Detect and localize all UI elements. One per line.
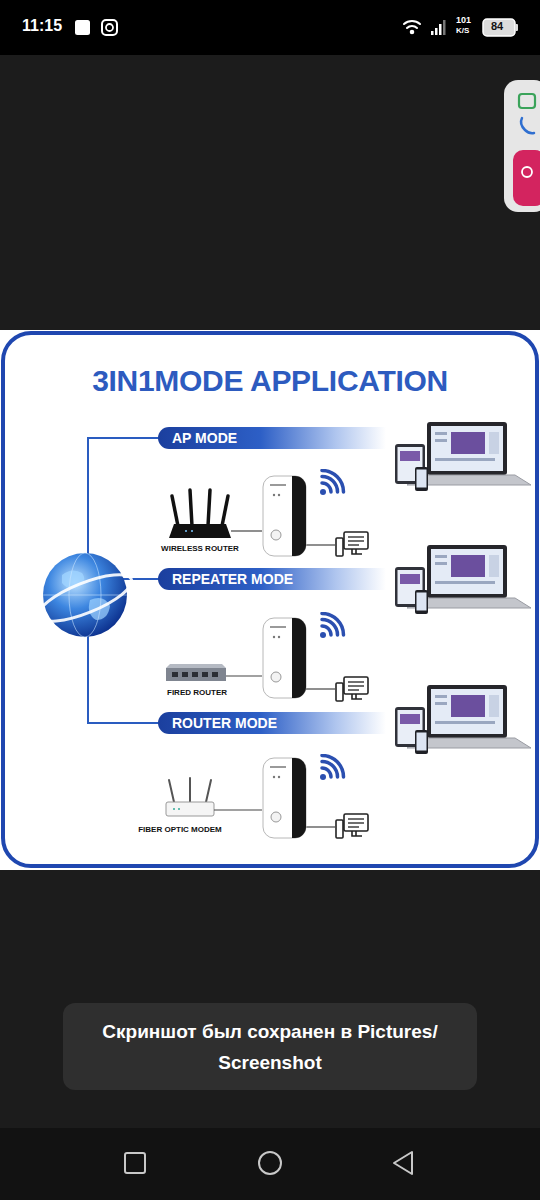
- modem-led: [173, 808, 175, 810]
- antenna: [189, 778, 191, 802]
- node-text: REPEATER MODE: [172, 568, 386, 590]
- fiber-modem-icon: [166, 778, 214, 816]
- mode-band: ROUTER MODE: [158, 712, 386, 734]
- wifi-status-dot: [411, 31, 414, 34]
- instagram-lens: [106, 24, 113, 31]
- widget-icon: [519, 94, 535, 108]
- nav-back: [394, 1152, 412, 1174]
- switch-top: [166, 664, 226, 668]
- device-node: FIBER OPTIC MODEM: [120, 772, 240, 835]
- toast-message: Скриншот был сохранен в Pictures/ Screen…: [63, 1003, 477, 1090]
- antenna: [169, 780, 174, 802]
- dark-backdrop: [0, 870, 540, 1128]
- nav-home: [259, 1152, 281, 1174]
- antenna: [222, 496, 228, 526]
- mode-band: AP MODE: [158, 427, 386, 449]
- antenna: [206, 780, 211, 802]
- wifi-symbol: [320, 756, 344, 781]
- nav-recents: [125, 1153, 145, 1173]
- pc-icon: [336, 814, 368, 838]
- wifi-status-arc: [407, 26, 417, 28]
- port: [212, 672, 218, 677]
- network-unit: K/S: [456, 26, 469, 36]
- network-speed: 101: [456, 15, 471, 26]
- widget-button-icon: [522, 167, 532, 177]
- globe: [33, 553, 137, 637]
- node-text: AP MODE: [172, 427, 386, 449]
- port: [202, 672, 208, 677]
- signal-bar: [443, 20, 446, 35]
- wifi-status-icon: [404, 21, 420, 33]
- battery-icon: [483, 19, 515, 36]
- laptop-devices: [395, 685, 531, 754]
- signal-icon: [431, 20, 446, 35]
- status-bar: [0, 0, 540, 55]
- dark-backdrop: [0, 55, 540, 330]
- device-node: WIRELESS ROUTER: [140, 488, 260, 554]
- nav-bar: [0, 1128, 540, 1200]
- card: [0, 330, 540, 870]
- notification-icon: [75, 20, 90, 35]
- modem-led: [178, 808, 180, 810]
- switch-icon: [166, 664, 226, 681]
- signal-bar: [435, 28, 438, 35]
- modem-body: [166, 802, 214, 816]
- switch-body: [166, 668, 226, 681]
- node-text: ROUTER MODE: [172, 712, 386, 734]
- router-led: [185, 530, 187, 532]
- wire: [305, 544, 335, 545]
- wire: [214, 809, 262, 810]
- laptop-devices: [395, 422, 531, 491]
- phone-icon: [521, 118, 534, 133]
- pc-icon: [336, 532, 368, 556]
- wire: [305, 688, 335, 689]
- diagram-title: 3IN1MODE APPLICATION: [0, 364, 540, 398]
- wire: [226, 675, 262, 676]
- signal-bar: [439, 24, 442, 35]
- wireless-router-icon: [169, 490, 231, 538]
- extender: [263, 618, 306, 698]
- device-node: FIRED ROUTER: [137, 656, 257, 698]
- port: [182, 672, 188, 677]
- extender: [263, 476, 306, 556]
- router-body: [169, 524, 231, 538]
- wire: [305, 826, 335, 827]
- mode-band: REPEATER MODE: [158, 568, 386, 590]
- pc-icon: [336, 677, 368, 701]
- node-text: FIBER OPTIC MODEM: [138, 825, 222, 835]
- wifi-symbol: [320, 471, 344, 496]
- port: [192, 672, 198, 677]
- node-text: WIRELESS ROUTER: [161, 544, 239, 554]
- laptop-devices: [395, 545, 531, 614]
- battery-tip: [515, 24, 518, 31]
- node-text: FIRED ROUTER: [167, 688, 227, 698]
- antenna: [208, 490, 210, 526]
- antenna: [172, 496, 178, 526]
- instagram-icon: [102, 20, 117, 35]
- port: [172, 672, 178, 677]
- wifi-status-arc: [404, 21, 420, 24]
- node-text: Скриншот был сохранен в Pictures/ Screen…: [79, 1016, 461, 1078]
- extender: [263, 758, 306, 838]
- wire: [231, 530, 262, 531]
- battery-level: 84: [491, 20, 503, 33]
- status-time: 11:15: [22, 17, 62, 35]
- router-led: [191, 530, 193, 532]
- wifi-symbol: [320, 614, 344, 639]
- orbit-arrow: [126, 566, 134, 576]
- orbit-ring: [33, 565, 137, 630]
- signal-bar: [431, 31, 434, 35]
- card-border: [3, 333, 537, 866]
- widget-button: [513, 150, 540, 206]
- floating-widget: [504, 80, 540, 212]
- antenna: [190, 490, 192, 526]
